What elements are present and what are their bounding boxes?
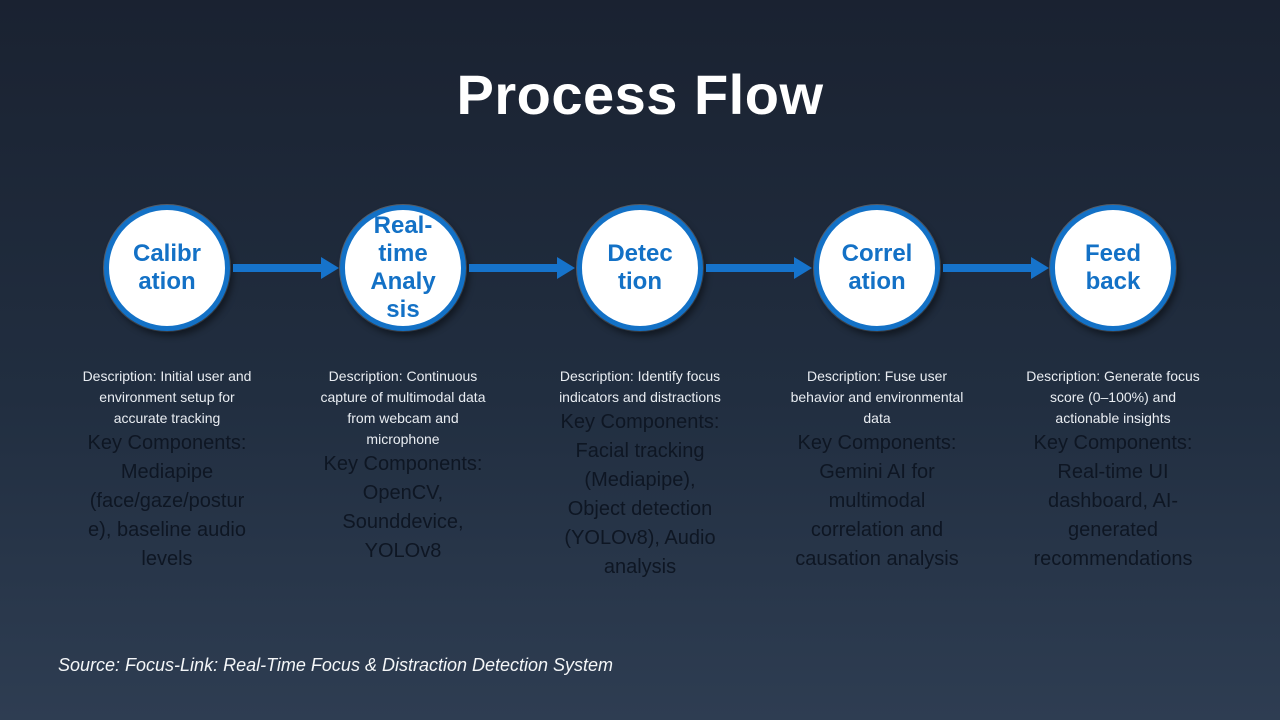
flow-node-detection: Detec tion	[577, 205, 703, 331]
arrow-right-icon	[233, 257, 339, 279]
node-description: Description: Continuous capture of multi…	[320, 368, 486, 447]
flow-node-correlation: Correl ation	[814, 205, 940, 331]
source-citation: Source: Focus-Link: Real-Time Focus & Di…	[58, 655, 614, 675]
node-description: Description: Fuse user behavior and envi…	[790, 368, 964, 426]
node-key-components: Key Components: Real-time UI dashboard, …	[1033, 432, 1193, 570]
node-details-calibration: Description: Initial user and environmen…	[49, 366, 285, 574]
arrow-right-icon	[943, 257, 1049, 279]
node-description: Description: Generate focus score (0–100…	[1026, 368, 1200, 426]
node-label: Detec tion	[607, 239, 673, 295]
node-label: Real- time Analy sis	[370, 211, 436, 324]
flow-node-calibration: Calibr ation	[104, 205, 230, 331]
node-key-components: Key Components: Mediapipe (face/gaze/pos…	[87, 432, 247, 570]
node-label: Correl ation	[841, 239, 913, 295]
node-key-components: Key Components: Gemini AI for multimodal…	[795, 432, 959, 570]
node-key-components: Key Components: Facial tracking (Mediapi…	[560, 411, 720, 578]
node-label: Calibr ation	[132, 239, 201, 295]
node-key-components: Key Components: OpenCV, Sounddevice, YOL…	[323, 453, 483, 562]
page-title: Process Flow	[456, 63, 824, 126]
node-description: Description: Identify focus indicators a…	[559, 368, 721, 405]
node-details-realtime-analysis: Description: Continuous capture of multi…	[285, 366, 521, 566]
node-details-detection: Description: Identify focus indicators a…	[522, 366, 758, 582]
flow-node-feedback: Feed back	[1050, 205, 1176, 331]
arrow-right-icon	[469, 257, 575, 279]
flow-node-realtime-analysis: Real- time Analy sis	[340, 205, 466, 331]
node-details-feedback: Description: Generate focus score (0–100…	[995, 366, 1231, 574]
arrow-right-icon	[706, 257, 812, 279]
node-description: Description: Initial user and environmen…	[82, 368, 252, 426]
node-label: Feed back	[1084, 239, 1141, 295]
node-details-correlation: Description: Fuse user behavior and envi…	[759, 366, 995, 574]
